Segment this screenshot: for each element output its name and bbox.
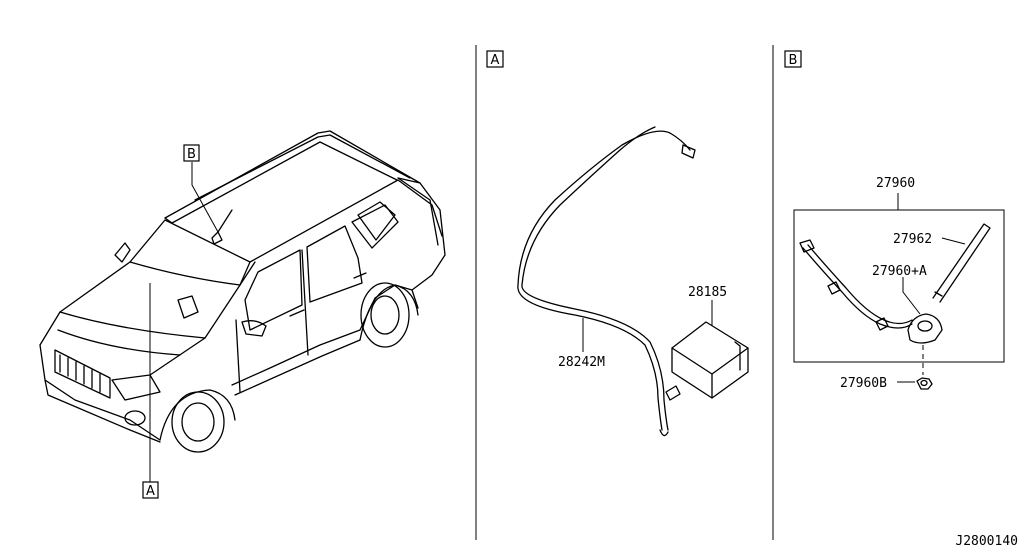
label-28242m: 28242M: [558, 355, 605, 370]
panel-b-label-box: [784, 50, 802, 68]
callout-a-box-car: [142, 481, 159, 499]
callout-b-box-car: [183, 144, 200, 162]
label-27960: 27960: [876, 176, 915, 191]
panel-a-label-box: [486, 50, 504, 68]
panel-a-label: A: [491, 53, 500, 68]
panel-b-label: B: [789, 53, 798, 68]
callout-b-car: B: [187, 147, 196, 162]
vehicle-illustration: [39, 130, 446, 453]
leader-27962: [941, 237, 966, 245]
diagram-code: J2800140: [955, 534, 1018, 549]
antenna-rod-27962: [932, 223, 991, 303]
label-27960a: 27960+A: [872, 264, 927, 279]
assembly-27960-box: [793, 209, 1005, 363]
module-28185: [671, 321, 749, 399]
antenna-base-27960a: [907, 313, 943, 344]
antenna-cable: [799, 239, 913, 331]
label-27960b: 27960B: [840, 376, 887, 391]
nut-27960b: [916, 377, 933, 390]
cable-28242m: [517, 126, 696, 437]
leader-b-car: [191, 162, 219, 233]
leader-27960a: [902, 277, 921, 315]
label-28185: 28185: [688, 285, 727, 300]
callout-a-car: A: [146, 484, 155, 499]
label-27962: 27962: [893, 232, 932, 247]
